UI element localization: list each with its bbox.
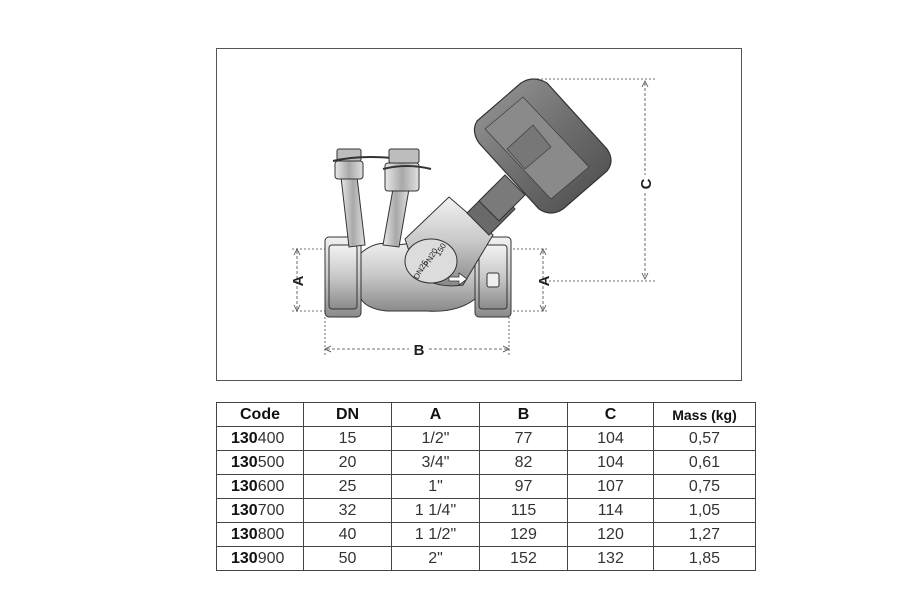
- handwheel-cap: [473, 78, 612, 214]
- cell-mass: 0,75: [653, 474, 756, 499]
- test-port-left: [332, 148, 418, 248]
- table-row: 130800 40 1 1/2" 129 120 1,27: [216, 522, 756, 547]
- cell-a: 2": [391, 546, 480, 571]
- table-row: 130700 32 1 1/4" 115 114 1,05: [216, 498, 756, 523]
- dimension-b: [324, 317, 510, 355]
- cell-dn: 25: [303, 474, 392, 499]
- dimension-a-right-label: A: [536, 275, 553, 286]
- header-c: C: [567, 402, 654, 427]
- cell-code: 130800: [216, 522, 304, 547]
- valve-drawing: A A B C: [290, 78, 657, 359]
- cell-code: 130600: [216, 474, 304, 499]
- cell-c: 132: [567, 546, 654, 571]
- dimension-a-left-label: A: [290, 275, 307, 286]
- cell-mass: 1,27: [653, 522, 756, 547]
- cell-b: 152: [479, 546, 568, 571]
- cell-code: 130900: [216, 546, 304, 571]
- cell-b: 129: [479, 522, 568, 547]
- table-row: 130600 25 1" 97 107 0,75: [216, 474, 756, 499]
- dimension-a-right: [513, 248, 549, 312]
- cell-dn: 40: [303, 522, 392, 547]
- cell-code: 130400: [216, 426, 304, 451]
- cell-dn: 50: [303, 546, 392, 571]
- cell-a: 1 1/2": [391, 522, 480, 547]
- valve-drawing-frame: A A B C: [216, 48, 742, 381]
- cell-dn: 20: [303, 450, 392, 475]
- cell-c: 107: [567, 474, 654, 499]
- cell-mass: 0,57: [653, 426, 756, 451]
- cell-c: 120: [567, 522, 654, 547]
- dimension-c: [533, 78, 657, 282]
- cell-a: 1": [391, 474, 480, 499]
- cell-c: 104: [567, 426, 654, 451]
- table-header-row: Code DN A B C Mass (kg): [216, 402, 756, 427]
- cell-mass: 0,61: [653, 450, 756, 475]
- header-mass: Mass (kg): [653, 402, 756, 427]
- valve-body: [324, 196, 512, 318]
- cell-a: 3/4": [391, 450, 480, 475]
- test-port-right: [382, 148, 432, 248]
- cell-code: 130500: [216, 450, 304, 475]
- table-row: 130900 50 2" 152 132 1,85: [216, 546, 756, 571]
- cell-b: 115: [479, 498, 568, 523]
- cell-mass: 1,05: [653, 498, 756, 523]
- cell-b: 82: [479, 450, 568, 475]
- cell-a: 1/2": [391, 426, 480, 451]
- cell-dn: 32: [303, 498, 392, 523]
- dimension-b-label: B: [414, 342, 425, 359]
- header-code: Code: [216, 402, 304, 427]
- dimension-c-label: C: [638, 178, 655, 189]
- header-dn: DN: [303, 402, 392, 427]
- cell-code: 130700: [216, 498, 304, 523]
- valve-stem: [466, 174, 526, 236]
- header-b: B: [479, 402, 568, 427]
- header-a: A: [391, 402, 480, 427]
- cell-c: 104: [567, 450, 654, 475]
- cell-b: 97: [479, 474, 568, 499]
- cell-dn: 15: [303, 426, 392, 451]
- cell-c: 114: [567, 498, 654, 523]
- table-row: 130500 20 3/4" 82 104 0,61: [216, 450, 756, 475]
- cell-a: 1 1/4": [391, 498, 480, 523]
- specification-table: Code DN A B C Mass (kg) 130400 15 1/2" 7…: [216, 402, 756, 571]
- cell-b: 77: [479, 426, 568, 451]
- cell-mass: 1,85: [653, 546, 756, 571]
- table-row: 130400 15 1/2" 77 104 0,57: [216, 426, 756, 451]
- dimension-a-left: [292, 248, 327, 312]
